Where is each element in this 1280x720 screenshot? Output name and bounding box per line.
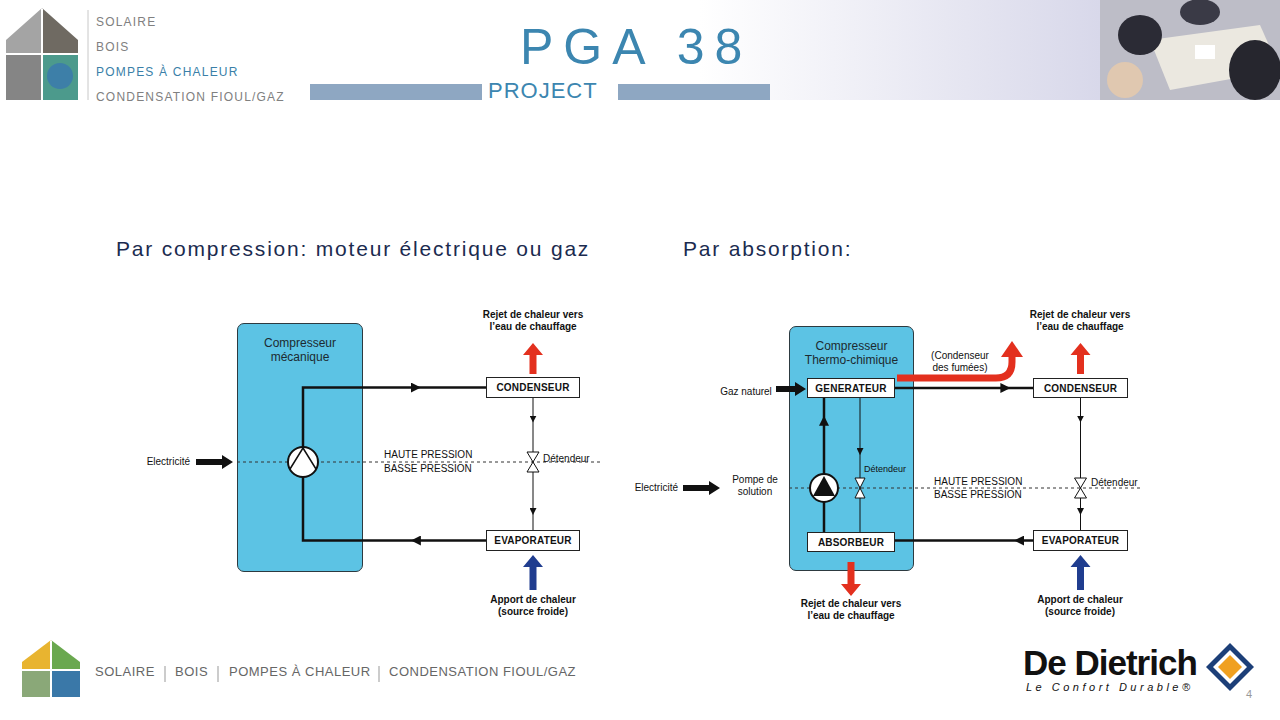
component-box: CONDENSEUR	[1033, 378, 1128, 398]
section-heading: Par absorption:	[683, 237, 852, 261]
brand-diamond	[1218, 655, 1242, 679]
footer-menu-item: BOIS	[175, 665, 208, 680]
pressure-label: HAUTE PRESSION	[934, 476, 1022, 488]
component-box: EVAPORATEUR	[486, 530, 580, 551]
flow-connector	[363, 539, 486, 542]
input-arrow	[196, 455, 233, 469]
valve-label: Détendeur	[543, 453, 590, 465]
brand-diamond	[1213, 650, 1247, 684]
heat-out-arrow	[1071, 343, 1091, 374]
flow-connector	[895, 539, 1033, 542]
logo-quadrant	[51, 670, 80, 697]
valve-label: Détendeur	[1091, 477, 1138, 489]
footer-menu-item: SOLAIRE	[95, 665, 155, 680]
photo-person	[1107, 62, 1143, 98]
header-photo	[1100, 0, 1280, 100]
pressure-label: BASSE PRESSION	[934, 489, 1022, 501]
heat-out-arrow	[523, 343, 543, 374]
footer-menu-item: POMPES À CHALEUR	[229, 665, 371, 680]
section-heading: Par compression: moteur électrique ou ga…	[116, 237, 590, 261]
input-label: Electricité	[120, 456, 190, 468]
expansion-valve	[1075, 478, 1087, 488]
header-menu-item: BOIS	[96, 41, 129, 55]
footer-separator	[165, 666, 166, 682]
brand-diamond	[1206, 643, 1254, 691]
band-title: Compresseur Thermo-chimique	[790, 339, 913, 367]
pressure-label: BASSE PRESSION	[384, 463, 472, 475]
flue-condenser-arrow	[1001, 341, 1023, 357]
box-label: EVAPORATEUR	[1042, 535, 1119, 546]
logo-quadrant	[22, 670, 51, 697]
header-menu-item: CONDENSATION FIOUL/GAZ	[96, 91, 285, 105]
pressure-label: HAUTE PRESSION	[384, 449, 472, 461]
footer-menu-item: CONDENSATION FIOUL/GAZ	[389, 665, 576, 680]
heat-in-arrow	[1071, 555, 1091, 590]
expansion-valve	[527, 462, 539, 472]
compressor-band: Compresseur Thermo-chimiqueGENERATEUR ABS…	[789, 326, 914, 571]
flow-connector	[363, 386, 486, 389]
footer-separator	[379, 666, 380, 682]
box-label: CONDENSEUR	[496, 382, 569, 393]
project-logo: PGA 38	[520, 22, 752, 72]
logo-quadrant	[42, 54, 78, 100]
header-menu-item: SOLAIRE	[96, 16, 156, 30]
project-logo: PROJECT	[488, 80, 598, 102]
footer-separator	[218, 666, 219, 682]
component-box: ABSORBEUR	[807, 532, 895, 552]
flow-connector	[533, 398, 534, 530]
component-box: GENERATEUR	[807, 378, 895, 398]
logo-quadrant	[22, 640, 51, 670]
input-label: Electricité	[608, 482, 678, 494]
heat-note: (Condenseur des fumées)	[922, 350, 998, 373]
box-label: CONDENSEUR	[1044, 383, 1117, 394]
heat-note: Rejet de chaleur vers l’eau de chauffage	[1024, 309, 1136, 332]
page-number: 4	[1246, 688, 1252, 701]
photo-person	[1118, 15, 1162, 55]
compressor-band: Compresseur mécanique	[237, 323, 363, 572]
brand-name: De Dietrich	[1023, 645, 1197, 680]
heat-in-arrow	[523, 555, 543, 590]
component-box: EVAPORATEUR	[1033, 530, 1128, 551]
flow-connector	[895, 387, 1033, 390]
heat-note: Rejet de chaleur vers l’eau de chauffage	[477, 309, 589, 332]
logo-quadrant	[42, 8, 78, 54]
input-arrow	[683, 481, 720, 495]
logo-quadrant	[6, 54, 42, 100]
photo-background	[1100, 0, 1280, 100]
header-divider	[88, 10, 89, 100]
box-label: EVAPORATEUR	[494, 535, 571, 546]
logo-quadrant	[51, 640, 80, 670]
logo-divider	[6, 8, 78, 100]
heat-note: Apport de chaleur (source froide)	[1024, 594, 1136, 617]
header-menu-item: POMPES À CHALEUR	[96, 66, 239, 80]
logo-divider	[22, 640, 80, 697]
band-title: Compresseur mécanique	[238, 336, 362, 364]
header-logo	[6, 8, 78, 100]
heat-note: Rejet de chaleur vers l’eau de chauffage	[795, 598, 907, 621]
logo-globe	[47, 63, 73, 89]
photo-person	[1180, 0, 1220, 25]
project-bar	[310, 84, 482, 100]
project-bar	[618, 84, 770, 100]
component-box: CONDENSEUR	[486, 377, 580, 398]
heat-note: Apport de chaleur (source froide)	[477, 594, 589, 617]
input-label: Gaz naturel	[720, 386, 772, 398]
box-label: ABSORBEUR	[818, 537, 884, 548]
flue-condenser-arrow	[897, 356, 1012, 378]
pump-label: Pompe de solution	[722, 474, 788, 497]
expansion-valve	[1075, 488, 1087, 498]
brand-slogan: Le Confort Durable®	[1026, 681, 1194, 694]
flow-connector	[1080, 398, 1081, 530]
expansion-valve	[527, 452, 539, 462]
footer-logo	[22, 640, 80, 697]
photo-person	[1229, 40, 1280, 100]
photo-paper	[1195, 45, 1215, 59]
box-label: GENERATEUR	[815, 383, 886, 394]
logo-quadrant	[6, 8, 42, 54]
